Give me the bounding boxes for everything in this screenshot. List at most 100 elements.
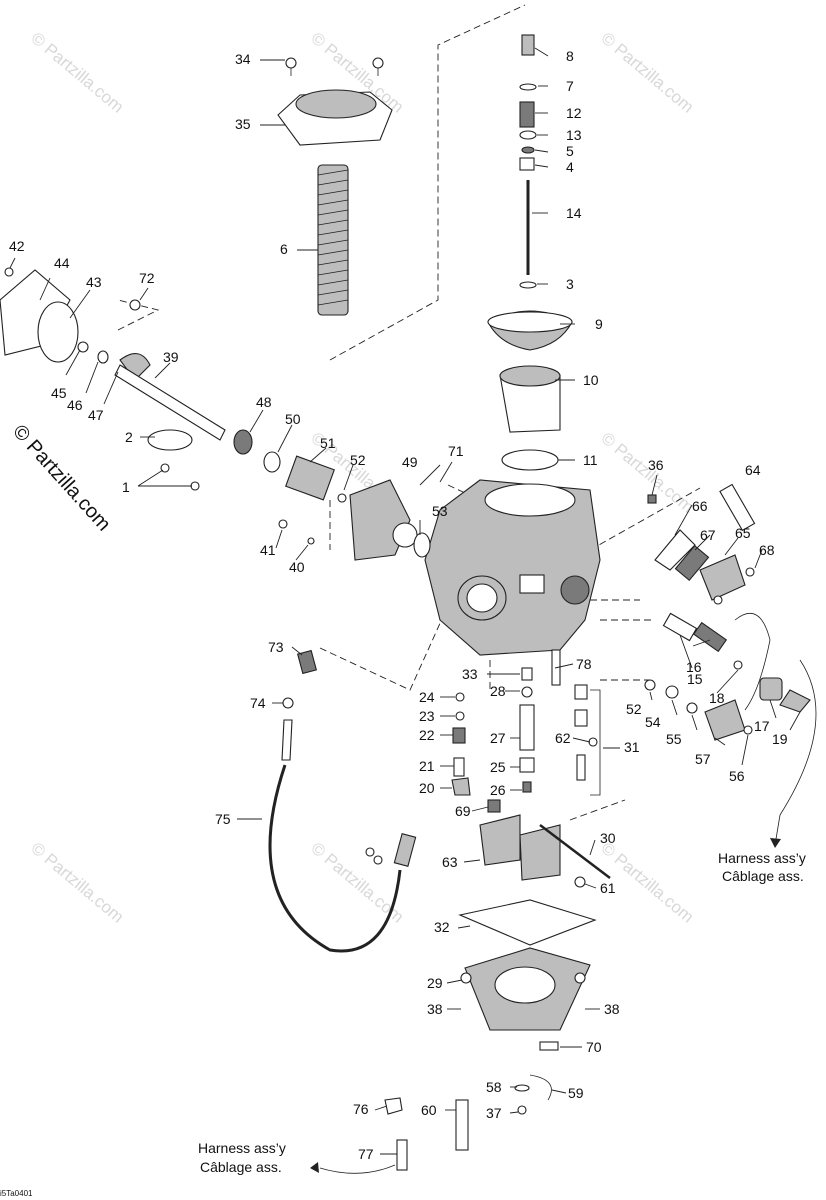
- callout-71: 71: [448, 443, 464, 459]
- part-62: [588, 737, 598, 747]
- cable-end: [393, 833, 417, 867]
- callout-68: 68: [759, 542, 775, 558]
- needle-assembly: [519, 34, 537, 289]
- callout-12: 12: [566, 105, 582, 121]
- plate-2: [147, 429, 193, 451]
- jet-25: [519, 757, 535, 773]
- carburetor-body: [424, 479, 601, 656]
- washer-46: [97, 350, 109, 364]
- callout-16: 16: [686, 659, 702, 675]
- throttle-cable: [268, 649, 417, 953]
- harness-note-right-en: Harness ass’y: [718, 850, 806, 866]
- callout-35: 35: [235, 116, 251, 132]
- part-23: [455, 711, 465, 721]
- callout-29: 29: [427, 975, 443, 991]
- screw-34a: [285, 57, 297, 69]
- callout-5: 5: [566, 143, 574, 159]
- float-63a: [479, 814, 521, 866]
- callout-74: 74: [250, 695, 266, 711]
- callout-52-left: 52: [350, 452, 366, 468]
- callout-6: 6: [280, 241, 288, 257]
- screw-68: [745, 567, 755, 577]
- callout-36: 36: [648, 457, 664, 473]
- callout-75: 75: [215, 811, 231, 827]
- screw-1b: [190, 481, 200, 491]
- oring-53: [413, 532, 431, 558]
- callout-1: 1: [122, 479, 130, 495]
- part-31a: [574, 684, 588, 700]
- part-24: [455, 692, 465, 702]
- washer-54: [665, 685, 679, 699]
- callout-44: 44: [54, 255, 70, 271]
- callout-69: 69: [455, 803, 471, 819]
- callout-50: 50: [285, 411, 301, 427]
- spring-51: [285, 455, 335, 501]
- callout-65: 65: [735, 525, 751, 541]
- callout-10: 10: [583, 372, 599, 388]
- part-17: [759, 677, 783, 701]
- leader-lines: [9, 47, 801, 1155]
- figure-code: i5Ta0401: [0, 1189, 33, 1198]
- callout-18: 18: [709, 690, 725, 706]
- nut-45: [77, 341, 89, 353]
- float-chamber: [384, 814, 611, 1171]
- right-side-parts: [644, 483, 817, 816]
- bearing-48: [233, 429, 253, 455]
- callout-46: 46: [67, 397, 83, 413]
- callout-4: 4: [566, 159, 574, 175]
- callout-54: 54: [645, 714, 661, 730]
- diaphragm-cover-assembly: [277, 57, 393, 316]
- callout-78: 78: [576, 656, 592, 672]
- screw-34b: [372, 57, 384, 69]
- callout-31: 31: [624, 739, 640, 755]
- callout-33: 33: [462, 666, 478, 682]
- watermark: © Partzilla.com: [27, 839, 127, 927]
- callout-30: 30: [600, 830, 616, 846]
- ring-52: [337, 493, 347, 503]
- oring-11: [501, 449, 559, 471]
- tube-60: [455, 1099, 469, 1151]
- callout-24: 24: [419, 689, 435, 705]
- oring-28: [521, 686, 533, 698]
- spring-22: [452, 727, 466, 744]
- housing-49: [349, 479, 411, 561]
- callout-21: 21: [419, 758, 435, 774]
- callout-38-left: 38: [427, 1001, 443, 1017]
- oring-52b: [644, 679, 656, 691]
- screw-37: [517, 1105, 527, 1115]
- callout-42: 42: [9, 238, 25, 254]
- side-watermark: © Partzilla.com: [8, 421, 115, 536]
- part-16: [662, 612, 698, 642]
- clip-76: [384, 1097, 403, 1115]
- callout-20: 20: [419, 780, 435, 796]
- callout-2: 2: [125, 429, 133, 445]
- callout-32: 32: [434, 919, 450, 935]
- harness-note-left: Harness ass’y Câblage ass.: [198, 1140, 396, 1175]
- part-73: [296, 649, 318, 675]
- callout-59: 59: [568, 1085, 584, 1101]
- callout-27: 27: [490, 730, 506, 746]
- callout-22: 22: [419, 727, 435, 743]
- float-63b: [519, 824, 561, 881]
- shaft-assembly-left: [0, 267, 431, 561]
- cover-65: [699, 554, 746, 601]
- ring-50: [263, 451, 281, 473]
- tube-64: [719, 483, 756, 532]
- pin-30: [539, 824, 611, 879]
- slide-assembly: [487, 310, 573, 471]
- callout-73: 73: [268, 639, 284, 655]
- harness-note-right: Harness ass’y Câblage ass.: [718, 814, 806, 884]
- callout-15: 15: [687, 671, 703, 687]
- part-72: [129, 299, 141, 311]
- callout-7: 7: [566, 78, 574, 94]
- gasket-43: [37, 301, 79, 363]
- washer-3: [519, 281, 537, 289]
- callout-41: 41: [260, 542, 276, 558]
- callout-17: 17: [754, 718, 770, 734]
- part-31c: [576, 754, 586, 781]
- fitting-75: [281, 719, 293, 761]
- jet-26: [522, 781, 532, 793]
- callout-9: 9: [595, 316, 603, 332]
- callout-13: 13: [566, 127, 582, 143]
